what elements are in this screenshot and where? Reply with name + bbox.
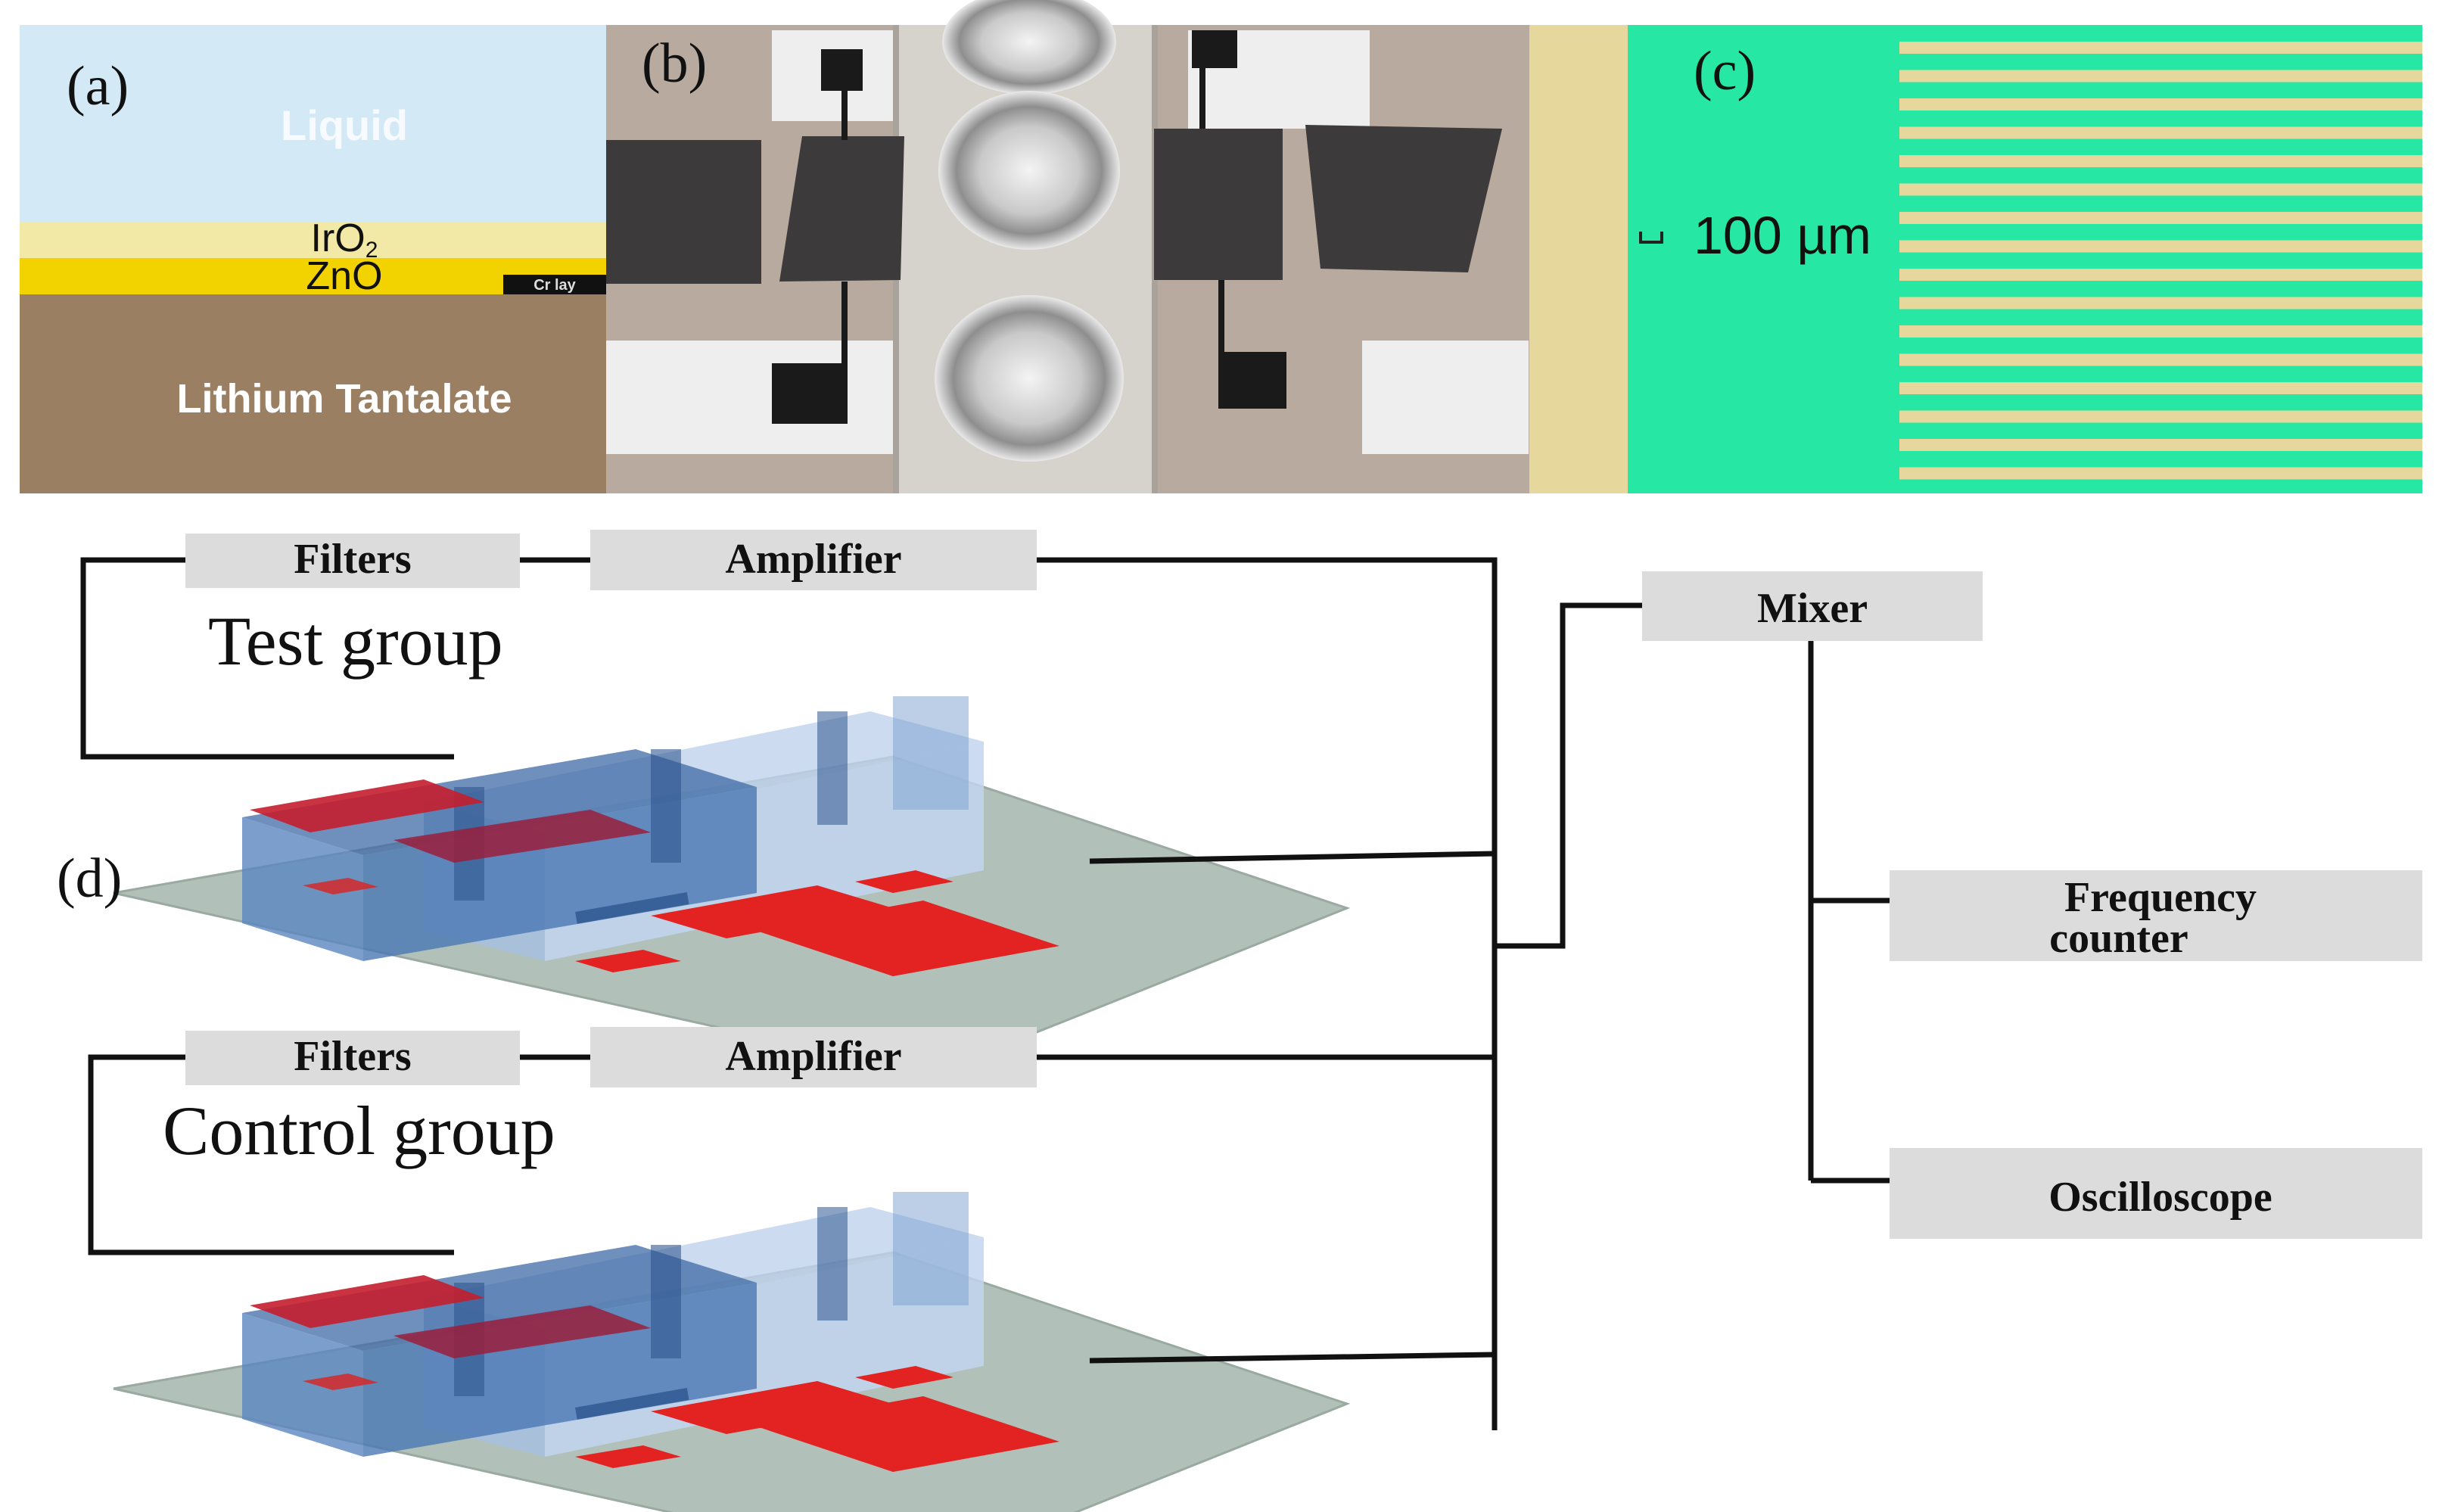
idt-pad-left-inner	[779, 136, 904, 282]
wire-control-chip-out	[1089, 1352, 1495, 1364]
contact-pad-left-top	[821, 49, 863, 91]
svg-text:Mixer: Mixer	[1757, 585, 1868, 632]
idt-finger	[1899, 410, 2422, 423]
svg-text:counter: counter	[2049, 915, 2188, 962]
label-cr: Cr lay	[533, 277, 576, 294]
layer-liquid	[20, 25, 606, 222]
idt-finger	[1899, 155, 2422, 167]
svg-text:Amplifier: Amplifier	[725, 1033, 901, 1080]
label-control-group: Control group	[163, 1092, 555, 1169]
idt-pad-right-outer	[1305, 125, 1502, 272]
idt-finger	[1899, 240, 2422, 253]
svg-text:Frequency: Frequency	[2064, 874, 2257, 921]
panel-label-b: (b)	[642, 33, 707, 95]
idt-finger	[1899, 183, 2422, 196]
layer-iro2	[20, 222, 606, 258]
wire-to-mixer	[1495, 602, 1642, 949]
contact-pad-right-bottom	[1218, 352, 1286, 409]
scale-bar	[1639, 232, 1663, 244]
panel-label-c: (c)	[1694, 40, 1756, 102]
label-iro2: IrO2	[311, 216, 378, 263]
block-mixer: Mixer	[1642, 571, 1983, 641]
idt-finger	[1899, 382, 2422, 394]
photo-well-middle	[938, 91, 1120, 250]
layer-substrate	[20, 294, 606, 493]
paper-strip-bottom-right	[1362, 341, 1529, 454]
block-amplifier-control: Amplifier	[590, 1027, 1037, 1087]
label-test-group: Test group	[208, 602, 503, 680]
idt-pad-right-inner	[1154, 129, 1283, 280]
idt-pad-left-outer	[606, 140, 761, 284]
svg-text:Filters: Filters	[294, 536, 411, 583]
panel-label-d: (d)	[57, 848, 122, 910]
layer-cr	[503, 275, 606, 294]
panel-d: Filters Amplifier Filters Amplifier Mixe…	[57, 530, 2422, 1512]
idt-finger	[1899, 439, 2422, 451]
wire-test-chip-out	[1089, 851, 1495, 864]
idt-finger	[1899, 353, 2422, 366]
paper-strip-bottom-left	[606, 341, 901, 454]
idt-finger	[1899, 70, 2422, 82]
idt-finger	[1899, 98, 2422, 110]
panel-c: (c) 100 µm	[1529, 25, 2422, 493]
svg-text:Filters: Filters	[294, 1033, 411, 1080]
wire-test-amplifier-out	[1037, 557, 1498, 1430]
photo-well-top	[942, 0, 1116, 95]
block-frequency-counter: Frequency counter	[1890, 870, 2422, 962]
block-filters-test: Filters	[185, 534, 520, 588]
idt-finger	[1899, 325, 2422, 338]
label-substrate: Lithium Tantalate	[176, 376, 512, 422]
wire-control-filters-loop	[88, 1054, 454, 1255]
idt-fingers	[1899, 42, 2422, 480]
block-filters-control: Filters	[185, 1031, 520, 1085]
label-zno: ZnO	[306, 254, 382, 298]
chip-test-group	[112, 695, 1348, 1076]
contact-line-right-bottom	[1218, 280, 1224, 363]
idt-finger	[1899, 212, 2422, 224]
panel-b: (b)	[606, 0, 1529, 493]
idt-finger	[1899, 42, 2422, 54]
idt-gold-bus	[1529, 25, 1628, 493]
idt-finger	[1899, 467, 2422, 480]
panel-label-a: (a)	[67, 55, 129, 117]
wiring	[80, 557, 1890, 1430]
svg-text:Oscilloscope: Oscilloscope	[2048, 1174, 2272, 1221]
scale-bar-label: 100 µm	[1694, 206, 1871, 265]
svg-text:Amplifier: Amplifier	[725, 536, 901, 583]
contact-pad-left-bottom	[772, 363, 848, 424]
panel-a: (a) Liquid IrO2 ZnO Cr lay Lithium Tanta…	[20, 25, 606, 493]
chip-control-group	[112, 1190, 1348, 1512]
label-liquid: Liquid	[281, 101, 408, 149]
block-oscilloscope: Oscilloscope	[1890, 1148, 2422, 1239]
wire-test-filters-loop	[80, 557, 454, 760]
contact-line-right-top	[1199, 38, 1205, 129]
idt-finger	[1899, 297, 2422, 310]
block-amplifier-test: Amplifier	[590, 530, 1037, 590]
idt-finger	[1899, 269, 2422, 281]
contact-line-left-top	[841, 57, 848, 140]
photo-well-bottom	[935, 295, 1124, 462]
contact-line-left-bottom	[841, 282, 848, 380]
contact-pad-right-top	[1192, 30, 1237, 68]
idt-finger	[1899, 126, 2422, 139]
